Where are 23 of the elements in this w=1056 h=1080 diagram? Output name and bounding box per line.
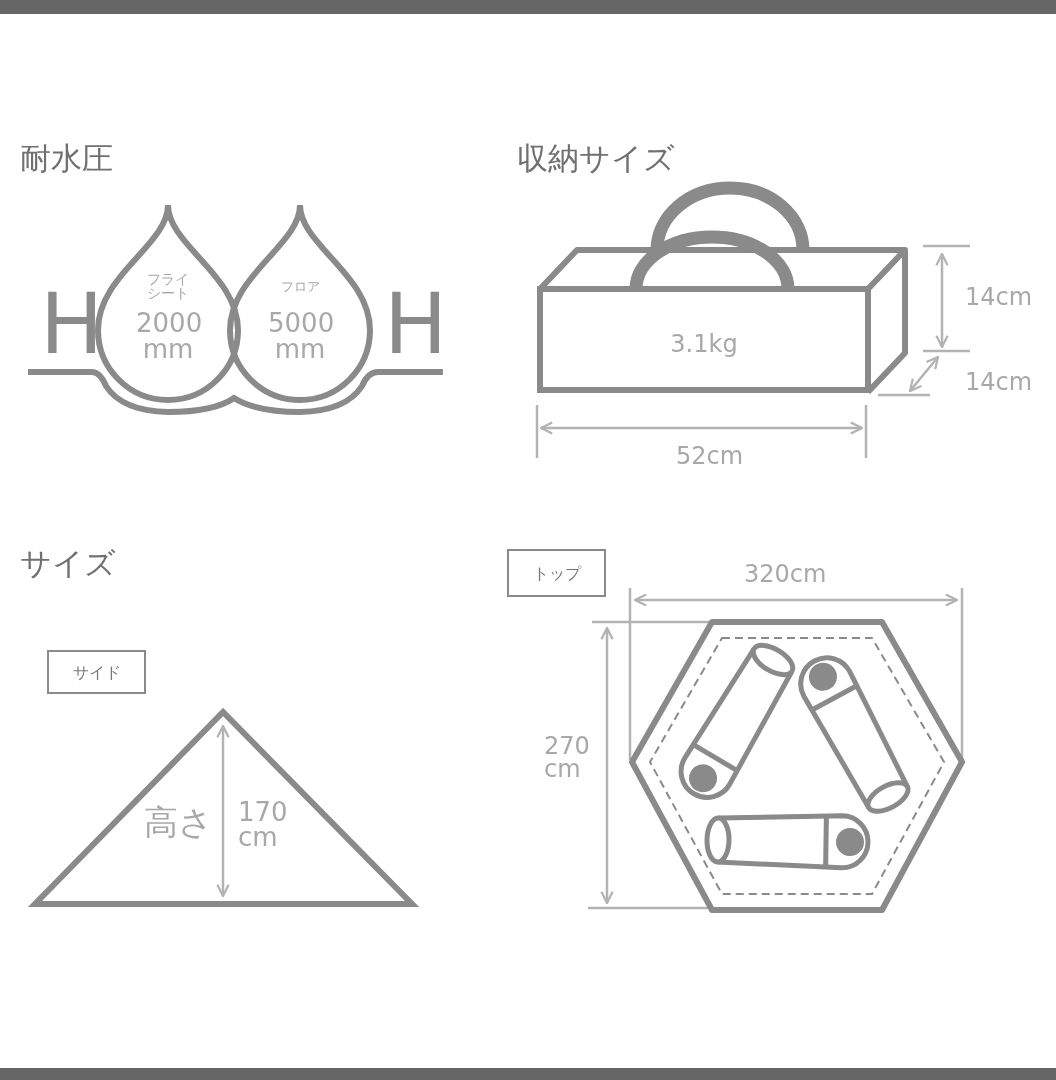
section-heading: 収納サイズ [517, 143, 675, 174]
drop-label: フロア [280, 280, 320, 293]
dimension-label: 170 cm [238, 800, 289, 850]
dimension-label: 320cm [744, 562, 827, 586]
bag-front [537, 286, 871, 393]
section-heading: 耐水圧 [20, 143, 113, 174]
dimension-label: 14cm [965, 370, 1033, 394]
pressure-value: 2000 mm [136, 310, 200, 362]
weight-value: 3.1kg [670, 332, 738, 356]
dimension-label: 52cm [676, 444, 744, 468]
section-heading: サイズ [20, 548, 116, 579]
water-height-symbol: H [384, 282, 448, 366]
tent-side-triangle [30, 705, 420, 910]
water-height-symbol: H [40, 282, 104, 366]
pressure-value: 5000 mm [268, 310, 332, 362]
dimension-label: 14cm [965, 285, 1033, 309]
view-label: トップ [532, 566, 581, 582]
view-tag [507, 549, 606, 597]
view-tag [47, 650, 146, 694]
height-label: 高さ [143, 805, 213, 839]
view-label: サイド [72, 665, 121, 681]
dimension-label: 270 cm [544, 735, 591, 781]
drop-label: フライシート [146, 272, 190, 300]
